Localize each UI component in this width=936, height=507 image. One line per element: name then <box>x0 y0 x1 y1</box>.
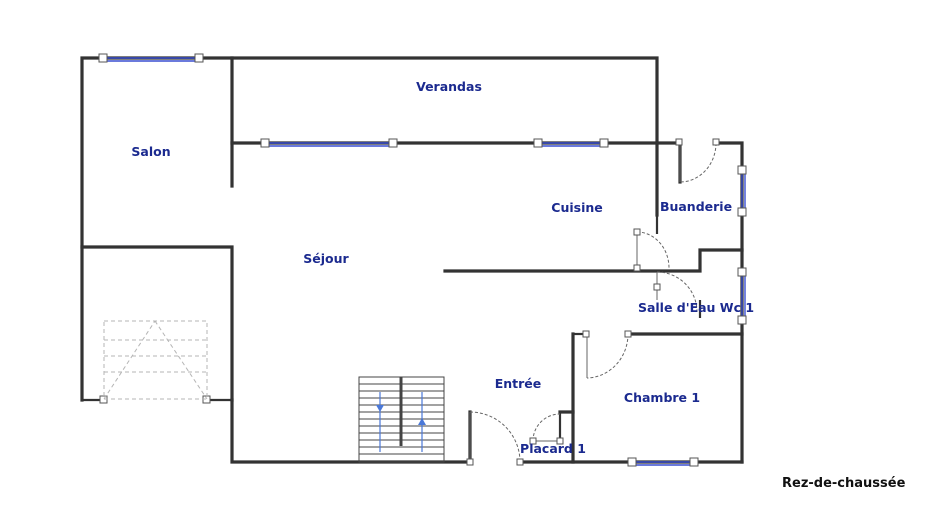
window-node <box>627 457 637 467</box>
door-node <box>582 330 590 338</box>
wall-salon-bottom <box>80 245 234 402</box>
door-placard-swing <box>532 413 561 442</box>
door-node <box>624 330 632 338</box>
wall-kitchen-divider <box>443 248 744 273</box>
door-node <box>633 228 641 236</box>
label-placard: Placard 1 <box>520 441 586 456</box>
door-node <box>712 138 720 146</box>
door-salle-eau-swing <box>656 271 698 313</box>
window-node <box>689 457 699 467</box>
label-verandas: Verandas <box>416 79 482 94</box>
window-node <box>388 138 398 148</box>
door-node <box>529 437 537 445</box>
window-node <box>194 53 204 63</box>
door-node <box>675 138 683 146</box>
door-node <box>556 437 564 445</box>
floor-caption: Rez-de-chaussée <box>782 476 906 491</box>
door-entree-swing <box>469 411 521 463</box>
stair-arrow-down-icon <box>376 405 384 412</box>
wall-west-left-block <box>80 56 234 402</box>
window-node <box>260 138 270 148</box>
doors <box>99 138 720 466</box>
window-node <box>599 138 609 148</box>
room-labels: Verandas Salon Cuisine Buanderie Séjour … <box>131 79 754 456</box>
door-node <box>633 264 641 272</box>
garage-ghost-stair <box>103 320 208 400</box>
label-sejour: Séjour <box>303 251 349 266</box>
window-node <box>98 53 108 63</box>
windows <box>98 53 747 467</box>
wall-south <box>230 398 470 464</box>
label-chambre: Chambre 1 <box>624 390 700 405</box>
window-node <box>533 138 543 148</box>
window-node <box>737 207 747 217</box>
window-node <box>737 165 747 175</box>
door-node <box>466 458 474 466</box>
label-salon: Salon <box>131 144 170 159</box>
door-node <box>516 458 524 466</box>
door-node <box>653 283 661 291</box>
label-cuisine: Cuisine <box>551 200 602 215</box>
stair-arrow-up-icon <box>418 418 426 425</box>
staircase <box>358 376 445 463</box>
wall-east-upper <box>714 141 744 464</box>
window-node <box>737 267 747 277</box>
label-entree: Entrée <box>495 376 542 391</box>
door-buanderie-swing <box>679 142 717 183</box>
label-buanderie: Buanderie <box>660 199 732 214</box>
wall-veranda-outer <box>230 56 659 217</box>
window-node <box>737 315 747 325</box>
label-salle-eau: Salle d'Eau Wc 1 <box>638 300 754 315</box>
door-cuisine-swing <box>636 231 670 269</box>
door-chambre-swing <box>586 333 629 379</box>
